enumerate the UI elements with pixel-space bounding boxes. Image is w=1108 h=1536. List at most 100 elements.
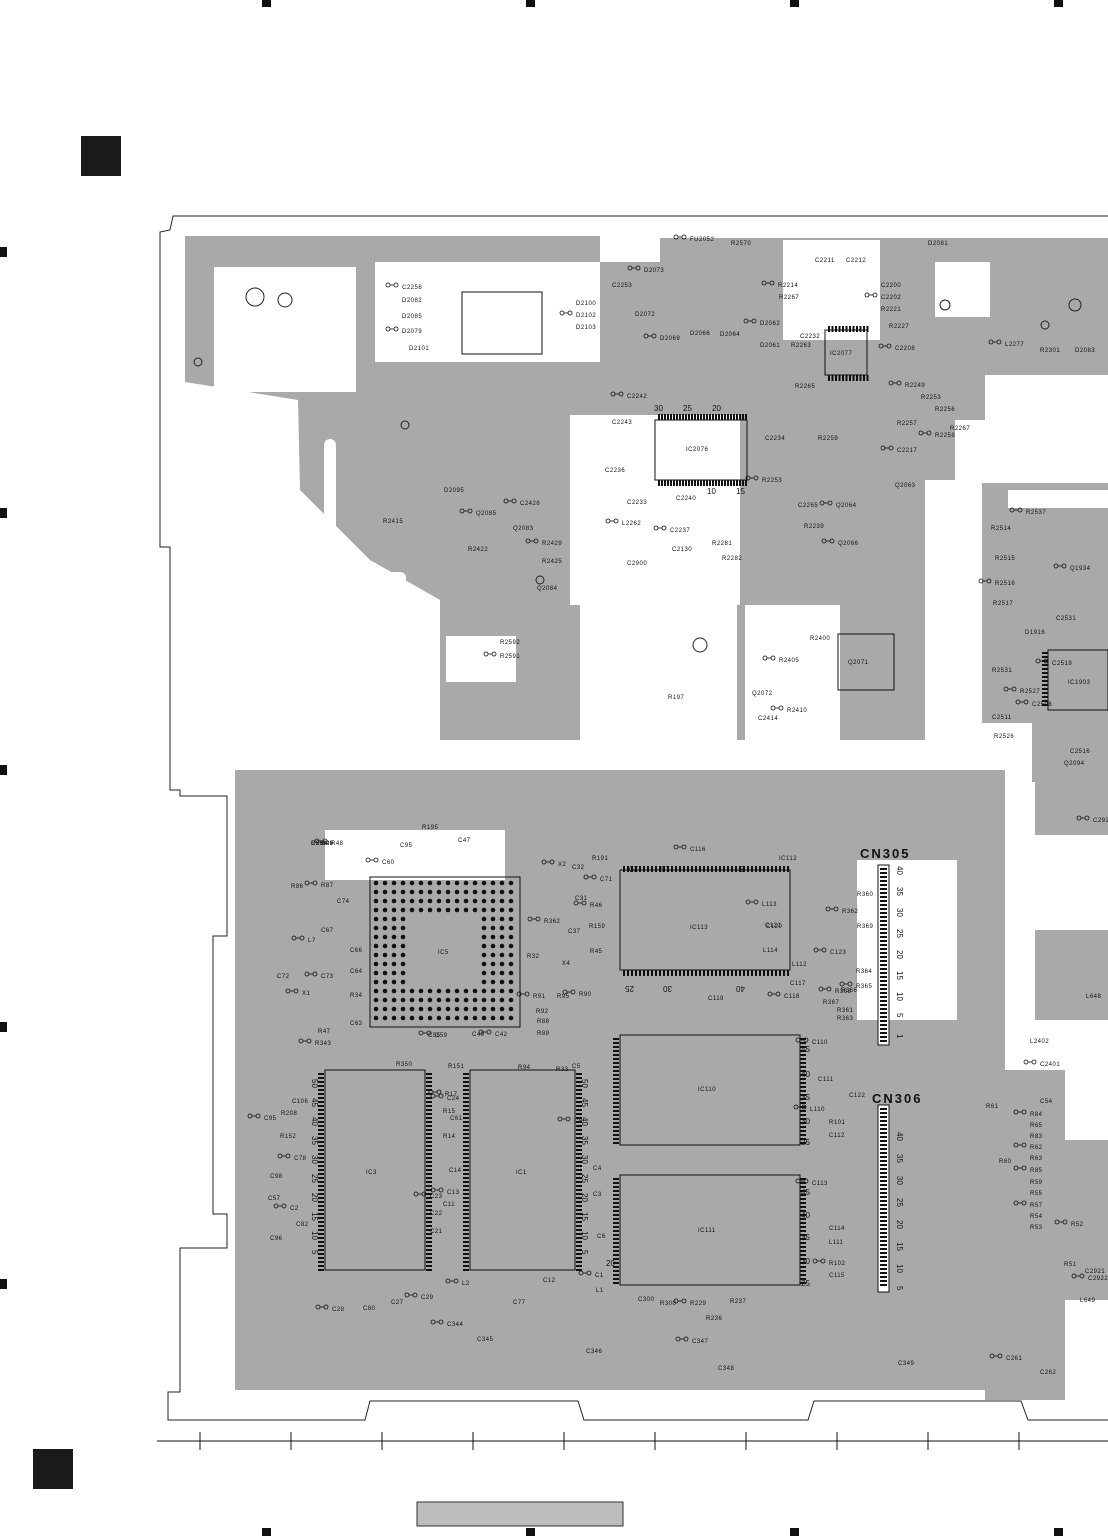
component-designator: Q2072 [752, 691, 773, 697]
component-designator: R2516 [995, 581, 1015, 587]
component-designator: C80 [363, 1306, 376, 1312]
component-designator: C114 [829, 1226, 845, 1232]
component-designator: R14 [443, 1134, 456, 1140]
component-designator: R62 [1030, 1145, 1043, 1151]
component-designator: L1 [596, 1288, 604, 1294]
component-designator: Q2064 [836, 503, 857, 509]
pin-number: 30 [895, 1176, 904, 1185]
component-designator: C2211 [815, 258, 835, 264]
component-designator: C73 [321, 974, 334, 980]
component-designator: L111 [829, 1240, 844, 1246]
pin-number: 25 [625, 984, 634, 993]
component-designator: C2519 [1052, 661, 1072, 667]
component-designator: R47 [318, 1029, 331, 1035]
component-designator: R50 [311, 841, 324, 847]
registration-marks [0, 0, 1063, 1536]
component-designator: C82 [296, 1222, 309, 1228]
component-designator: R2239 [804, 524, 824, 530]
component-designator: R94 [518, 1065, 531, 1071]
component-designator: R2415 [383, 519, 403, 525]
component-designator: R2258 [935, 433, 955, 439]
component-designator: C2253 [612, 283, 632, 289]
component-designator: R368 [835, 989, 852, 995]
component-designator: Q2071 [848, 660, 869, 666]
pin-number: 15 [580, 1212, 589, 1221]
ic3-label: IC3 [366, 1170, 377, 1176]
cutouts [214, 240, 1108, 1020]
component-designator: R85 [1030, 1168, 1043, 1174]
component-designator: Q2066 [838, 541, 859, 547]
pin-number: 35 [801, 1093, 810, 1102]
component-designator: C22 [430, 1211, 443, 1217]
pin-number: 5 [580, 1250, 589, 1255]
component-designator: R49 [321, 841, 334, 847]
component-designator: R45 [590, 949, 603, 955]
component-designator: C2922 [1088, 1276, 1108, 1282]
ic5-label: IC5 [438, 950, 449, 956]
pin-number: 30 [895, 908, 904, 917]
component-designator: R46 [590, 903, 603, 909]
component-designator: R101 [829, 1120, 846, 1126]
component-designator: R90 [579, 992, 592, 998]
component-designator: C61 [450, 1116, 463, 1122]
pin-number: 20 [895, 950, 904, 959]
component-designator: D2072 [635, 312, 655, 318]
component-designator: Q2063 [895, 483, 916, 489]
component-designator: D2081 [928, 241, 948, 247]
connector-pins [880, 868, 887, 1286]
component-designator: C2 [290, 1206, 299, 1212]
component-designator: D2082 [402, 298, 422, 304]
component-designator: C59 [435, 1033, 448, 1039]
component-designator: C4 [593, 1166, 602, 1172]
ic1-label: IC1 [516, 1170, 527, 1176]
component-designator: R195 [422, 825, 439, 831]
component-designator: R34 [350, 993, 363, 999]
component-designator: C2234 [765, 436, 785, 442]
component-designator: R2514 [991, 526, 1011, 532]
ic111-label: IC111 [698, 1228, 716, 1234]
component-designator: C264 [311, 841, 328, 847]
component-designator: C116 [690, 847, 706, 853]
component-designator: R53 [1030, 1225, 1043, 1231]
component-designator: C6 [597, 1234, 606, 1240]
component-designator: R369 [857, 924, 874, 930]
component-designator: R2422 [468, 547, 488, 553]
component-designator: R2531 [992, 668, 1012, 674]
component-designator: C26 [321, 841, 334, 847]
pin-number: 35 [310, 1136, 319, 1145]
component-designator: L2402 [1030, 1039, 1049, 1045]
component-designator: L648 [1086, 994, 1102, 1000]
cn306-label: CN306 [872, 1091, 922, 1106]
component-designator: C2233 [627, 500, 647, 506]
pin-number: 15 [895, 971, 904, 980]
pin-number: 35 [895, 887, 904, 896]
component-designator: C47 [458, 838, 471, 844]
component-designator: R151 [448, 1064, 465, 1070]
component-designator: C13 [447, 1190, 460, 1196]
board-outline [159, 215, 1108, 1421]
component-designator: C118 [784, 994, 800, 1000]
component-designator: R2256 [935, 407, 955, 413]
pin-number: 40 [895, 866, 904, 875]
component-designator: C54 [1040, 1099, 1053, 1105]
component-designator: C2900 [627, 561, 647, 567]
pin-number: 35 [801, 1233, 810, 1242]
component-designator: C2921 [1085, 1269, 1105, 1275]
pin-number: 20 [629, 864, 638, 873]
component-designator: C71 [600, 877, 613, 883]
component-designator: R2249 [905, 383, 925, 389]
component-designator: R57 [1030, 1203, 1043, 1209]
pin-number: 25 [801, 1138, 810, 1147]
component-designator: L649 [1080, 1298, 1096, 1304]
component-designator: C2242 [627, 394, 647, 400]
component-designator: C64 [350, 969, 363, 975]
component-designator: L113 [762, 902, 777, 908]
component-designator: L2 [462, 1281, 470, 1287]
pin-number: 25 [580, 1174, 589, 1183]
component-designator: C32 [572, 865, 585, 871]
component-designator: C72 [277, 974, 290, 980]
component-designator: C345 [477, 1337, 494, 1343]
component-designator: Q2085 [476, 511, 497, 517]
